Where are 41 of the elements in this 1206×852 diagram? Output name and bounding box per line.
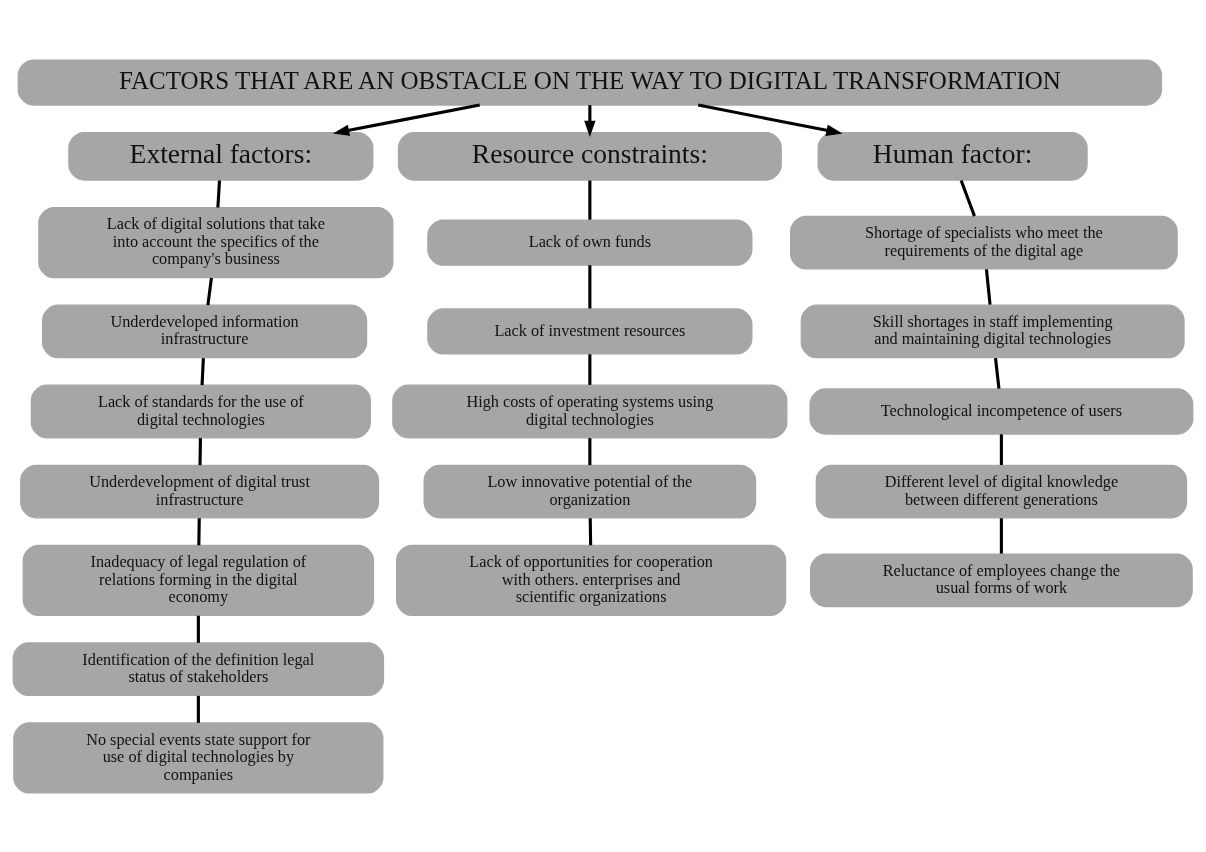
connector bbox=[993, 357, 1001, 389]
connector bbox=[588, 517, 593, 545]
node-box: Underdeveloped information infrastructure bbox=[42, 304, 368, 358]
node-box: Lack of standards for the use of digital technologies bbox=[30, 384, 371, 438]
node-box: Inadequacy of legal regulation of relations forming in the digital economy bbox=[22, 544, 375, 616]
node-box: Underdevelopment of digital trust infrastructure bbox=[20, 464, 380, 518]
node-box: Lack of investment resources bbox=[427, 307, 753, 355]
connector bbox=[999, 517, 1003, 554]
connector bbox=[588, 179, 592, 220]
node-box: Lack of opportunities for cooperation with others. enterprises and scientific organizations bbox=[396, 544, 787, 616]
node-box: High costs of operating systems using digital technologies bbox=[392, 384, 788, 438]
arrow bbox=[584, 104, 596, 137]
node-box: Technological incompetence of users bbox=[809, 387, 1194, 435]
node-box: Shortage of specialists who meet the requirements of the digital age bbox=[790, 215, 1178, 269]
node-box: FACTORS THAT ARE AN OBSTACLE ON THE WAY TO DIGITAL TRANSFORMATION bbox=[17, 58, 1163, 106]
connector bbox=[588, 437, 592, 465]
node-box: Reluctance of employees change the usual forms of work bbox=[810, 552, 1193, 607]
connector bbox=[196, 695, 200, 723]
node-box: Lack of digital solutions that take into account the specifics of the company's business bbox=[38, 206, 394, 278]
connector bbox=[197, 517, 201, 545]
node-box: External factors: bbox=[68, 131, 374, 181]
node-box: Lack of own funds bbox=[427, 219, 753, 266]
node-box: Identification of the definition legal status of stakeholders bbox=[12, 641, 385, 696]
arrow bbox=[332, 103, 480, 136]
connector bbox=[588, 353, 592, 385]
connector bbox=[588, 264, 592, 308]
node-box: No special events state support for use of digital technologies by companies bbox=[13, 721, 384, 794]
connector bbox=[198, 437, 202, 465]
node-box: Resource constraints: bbox=[397, 131, 782, 181]
node-box: Human factor: bbox=[817, 131, 1088, 181]
connector bbox=[984, 268, 992, 305]
connector bbox=[999, 433, 1003, 465]
connector bbox=[216, 179, 222, 208]
arrow bbox=[697, 103, 843, 136]
connector bbox=[196, 615, 200, 643]
node-box: Different level of digital knowledge between different generations bbox=[815, 464, 1188, 518]
connector bbox=[200, 357, 205, 385]
node-box: Low innovative potential of the organization bbox=[423, 464, 757, 518]
node-box: Skill shortages in staff implementing and maintaining digital technologies bbox=[800, 304, 1185, 358]
connector bbox=[959, 179, 976, 217]
connector bbox=[206, 277, 213, 305]
